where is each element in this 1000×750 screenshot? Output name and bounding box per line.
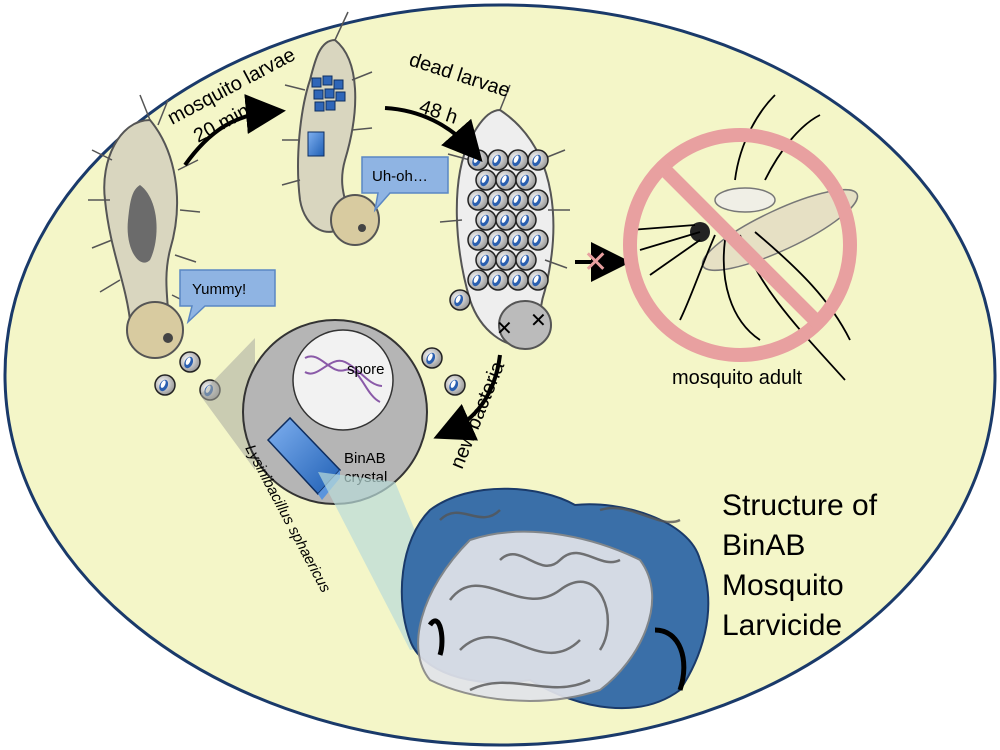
larva-infected — [281, 11, 380, 246]
title-line-4: Larvicide — [722, 609, 842, 642]
zoom-cone-bacterium — [200, 338, 255, 470]
spore-20 — [515, 249, 537, 271]
spore-11 — [475, 209, 497, 231]
spore-9 — [507, 189, 529, 211]
structure-title: Structure of BinAB Mosquito Larvicide — [722, 489, 878, 642]
spore-22 — [487, 269, 509, 291]
spore-0 — [467, 149, 489, 171]
spore-8 — [487, 189, 509, 211]
spore-18 — [475, 249, 497, 271]
bubble-yummy-text: Yummy! — [192, 281, 246, 298]
arrow-new-bacteria — [433, 354, 502, 441]
bubble-yummy: Yummy! — [179, 269, 276, 325]
arrow-feeding — [183, 94, 286, 167]
spore-19 — [495, 249, 517, 271]
title-line-3: Mosquito — [722, 569, 844, 602]
spore-13 — [515, 209, 537, 231]
arrow-death — [384, 106, 483, 163]
dead-mark-left: ✕ — [496, 318, 513, 340]
spore-3 — [527, 149, 549, 171]
spore-12 — [495, 209, 517, 231]
spore-5 — [495, 169, 517, 191]
title-line-2: BinAB — [722, 529, 805, 562]
spore-6 — [515, 169, 537, 191]
spore-15 — [487, 229, 509, 251]
spore-label: spore — [347, 361, 385, 378]
label-mosquito-adult: mosquito adult — [672, 367, 803, 389]
spore-1 — [487, 149, 509, 171]
larva-feeding — [88, 94, 201, 359]
dead-mark-right: ✕ — [530, 310, 547, 332]
spore-14 — [467, 229, 489, 251]
dna-icon — [304, 355, 383, 403]
spore-17 — [527, 229, 549, 251]
spore-4 — [475, 169, 497, 191]
spore-2 — [507, 149, 529, 171]
spore-21 — [467, 269, 489, 291]
larva-dead: ✕ ✕ — [439, 84, 570, 350]
title-line-1: Structure of — [722, 489, 878, 522]
spore-16 — [507, 229, 529, 251]
spore-23 — [507, 269, 529, 291]
bubble-uh-oh-text: Uh-oh… — [372, 168, 428, 185]
blocked-x: ✕ — [583, 246, 608, 279]
no-sign-icon — [623, 128, 857, 362]
binab-label-1: BinAB — [344, 450, 386, 467]
spore-7 — [467, 189, 489, 211]
spore-10 — [527, 189, 549, 211]
bubble-uh-oh: Uh-oh… — [361, 156, 449, 213]
protein-structure — [400, 487, 710, 710]
spore-24 — [527, 269, 549, 291]
